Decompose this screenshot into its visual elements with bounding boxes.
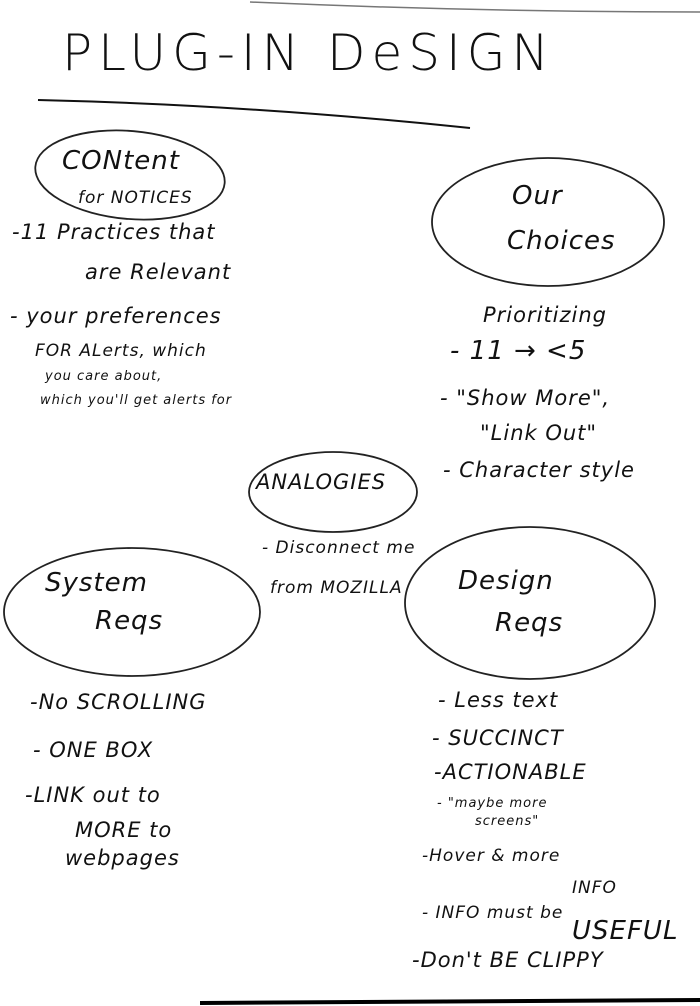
list-item: are Relevant (85, 260, 232, 284)
list-item: INFO (572, 878, 617, 898)
design-reqs-heading-line2: Reqs (495, 608, 564, 638)
analogies-ellipse (248, 451, 418, 533)
design-reqs-heading-line1: Design (458, 566, 554, 596)
list-item: screens" (475, 814, 540, 829)
content-for-notices-ellipse (34, 129, 226, 221)
system-reqs-heading-line2: Reqs (95, 606, 164, 636)
list-item: - Character style (443, 458, 635, 482)
list-item: webpages (65, 846, 180, 870)
list-item: -LINK out to (25, 783, 161, 807)
system-reqs-heading-line1: System (45, 568, 148, 598)
top-edge-line (249, 1, 700, 13)
list-item-emphasis: USEFUL (572, 916, 679, 946)
list-item: you care about, (45, 369, 163, 384)
list-item: from MOZILLA (270, 578, 403, 598)
list-item: FOR ALerts, which (35, 341, 207, 361)
list-item: Prioritizing (483, 303, 608, 327)
list-item: MORE to (75, 818, 173, 842)
list-item: - SUCCINCT (432, 726, 564, 750)
list-item: - "Show More", (440, 386, 611, 410)
list-item: - "maybe more (437, 796, 548, 811)
system-reqs-ellipse (3, 547, 261, 677)
list-item: "Link Out" (480, 421, 598, 445)
list-item: -Don't BE CLIPPY (412, 948, 604, 972)
list-item: -11 Practices that (12, 220, 216, 244)
list-item: -ACTIONABLE (434, 760, 587, 784)
our-choices-heading-line1: Our (512, 181, 563, 211)
bottom-edge-line (199, 998, 700, 1005)
list-item: - ONE BOX (33, 738, 154, 762)
list-item: which you'll get alerts for (40, 393, 233, 408)
content-subheading: for NOTICES (78, 188, 193, 208)
page-title: PLUG-IN DeSIGN (62, 24, 555, 82)
our-choices-heading-line2: Choices (507, 226, 616, 256)
list-item: - your preferences (10, 304, 222, 328)
list-item: - Less text (438, 688, 559, 712)
list-item: - 11 → <5 (450, 336, 587, 366)
our-choices-ellipse (431, 157, 665, 287)
title-underline (37, 99, 471, 129)
design-reqs-ellipse (404, 526, 656, 680)
list-item: - Disconnect me (262, 538, 416, 558)
list-item: -No SCROLLING (30, 690, 207, 714)
content-heading: CONtent (62, 146, 180, 176)
analogies-heading: ANALOGIES (256, 470, 387, 494)
list-item: -Hover & more (422, 846, 561, 866)
list-item: - INFO must be (422, 903, 564, 923)
